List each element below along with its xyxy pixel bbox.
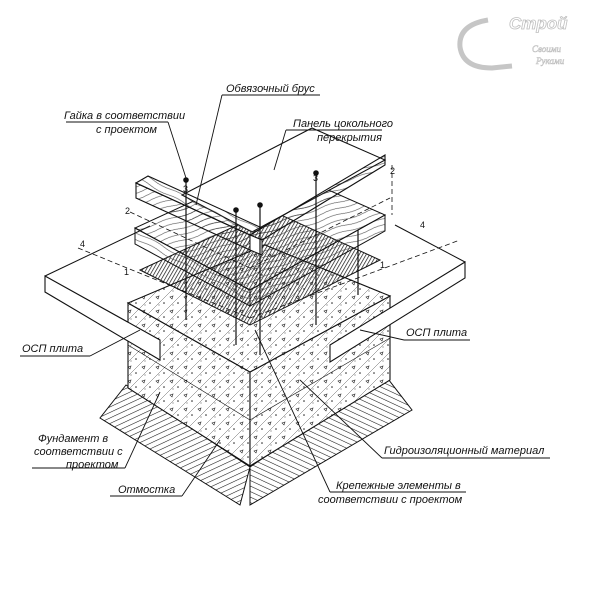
osb-left-top-edge <box>44 225 151 277</box>
section-mark-4-right: 4 <box>420 220 425 230</box>
leader-lines <box>20 94 550 497</box>
label-foundation-line-1: Фундамент в <box>38 433 108 445</box>
label-panel-line-2: перекрытия <box>317 132 382 144</box>
label-osb-left: ОСП плита <box>22 343 83 355</box>
logo-line-2: Своими <box>532 44 562 54</box>
label-foundation-line-3: проектом <box>66 459 119 471</box>
anchor-bolts <box>183 170 359 355</box>
section-mark-2-right: 2 <box>390 166 395 176</box>
logo-swoosh-inner <box>465 23 493 64</box>
foundation-seam-left <box>127 344 251 421</box>
label-nut-line-2: с проектом <box>96 124 157 136</box>
label-nut-line-1: Гайка в соответствии <box>64 110 185 122</box>
section-mark-1-left: 1 <box>124 267 129 277</box>
osb-plate-left <box>44 275 161 361</box>
lower-board-right-front <box>249 214 386 307</box>
logo-line-1: Строй <box>509 14 568 33</box>
section-mark-4-left: 4 <box>80 239 85 249</box>
label-fasteners-line-1: Крепежные элементы в <box>336 480 461 492</box>
label-panel-line-1: Панель цокольного <box>293 118 393 130</box>
label-fasteners-line-2: соответствии с проектом <box>318 494 463 506</box>
label-osb-right: ОСП плита <box>406 327 467 339</box>
label-blind-area: Отмостка <box>118 484 175 496</box>
label-waterproofing: Гидроизоляционный материал <box>384 445 544 457</box>
section-mark-3-right: 3 <box>313 173 318 183</box>
section-mark-3-left: 3 <box>183 184 188 194</box>
label-foundation-line-2: соответствии с <box>34 446 123 458</box>
osb-plate-right <box>329 261 466 363</box>
logo-line-3: Руками <box>535 56 565 66</box>
strapping-beam-right-front <box>249 234 263 256</box>
section-mark-1-right: 1 <box>380 260 385 270</box>
section-lines <box>77 165 461 319</box>
logo-swoosh <box>457 17 513 71</box>
foundation-seam-right <box>249 337 391 421</box>
section-mark-2-left: 2 <box>125 206 130 216</box>
label-strapping-beam: Обвязочный брус <box>226 83 315 95</box>
osb-right-top-edge <box>394 224 466 263</box>
site-logo: Строй Своими Руками <box>457 14 569 71</box>
